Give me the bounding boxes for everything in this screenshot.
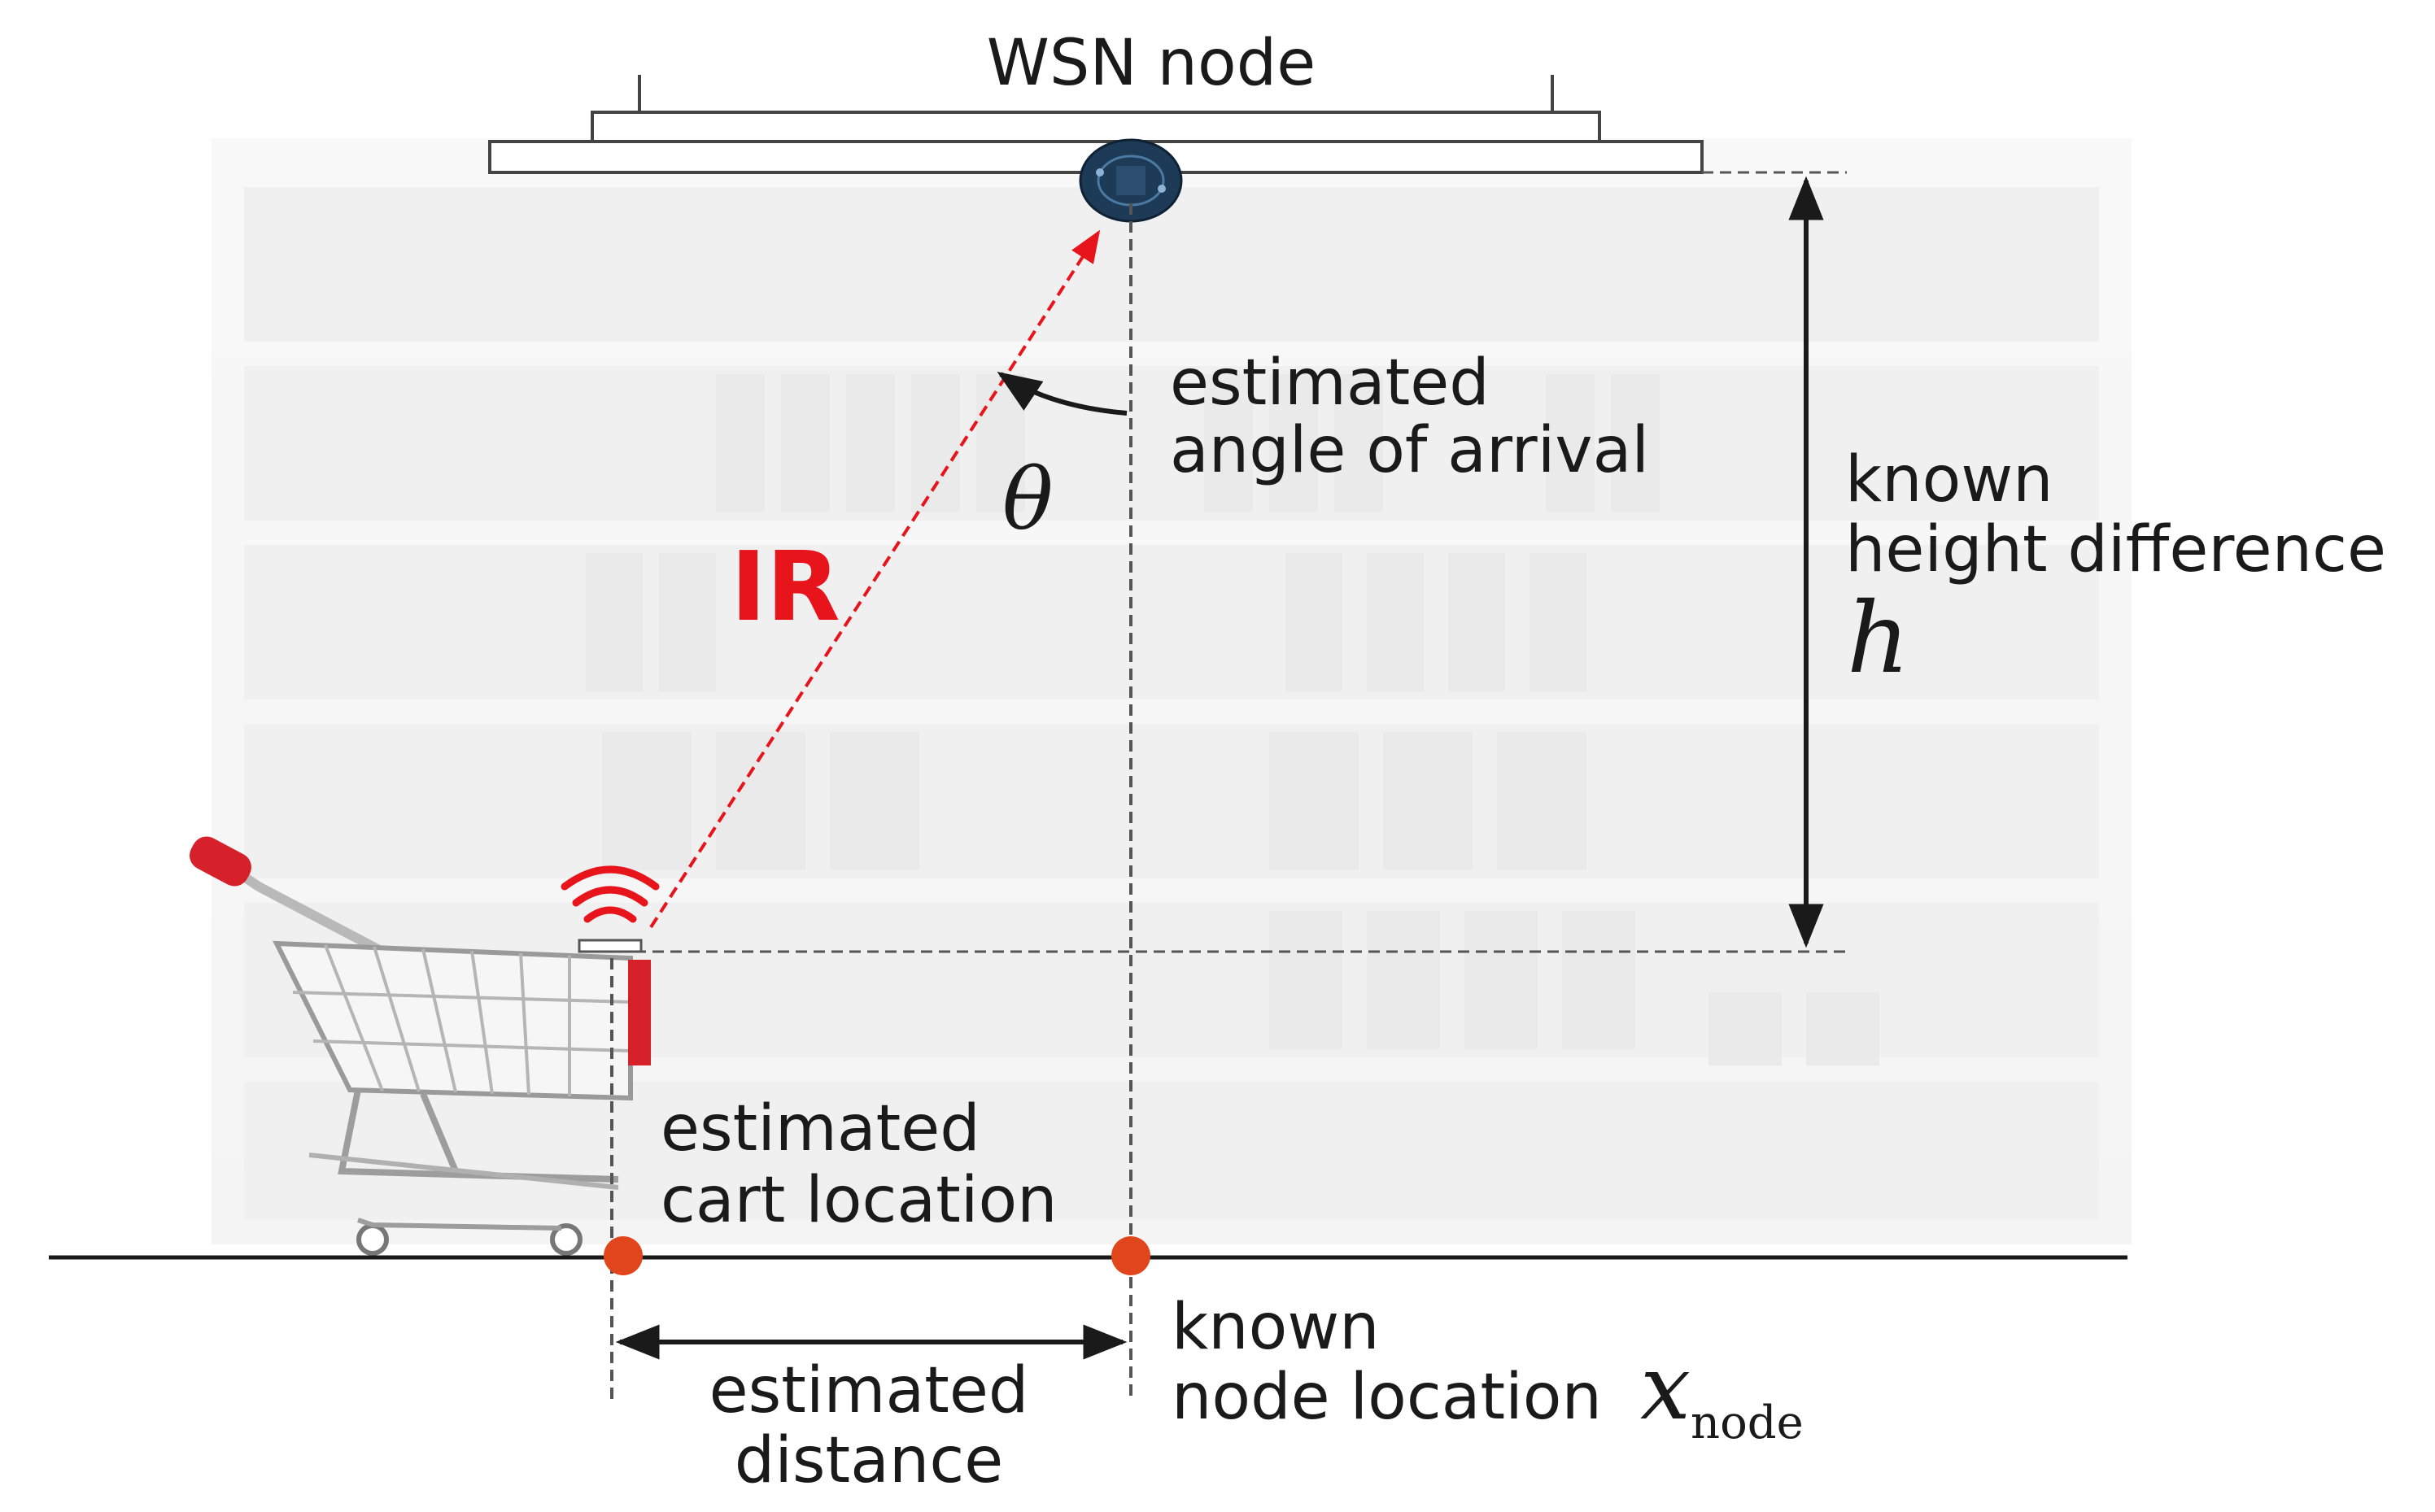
- height-label-line1: known: [1845, 443, 2053, 516]
- angle-label-line1: estimated: [1170, 346, 1490, 420]
- node-label-line1: known: [1172, 1291, 1380, 1364]
- x-variable: x: [1640, 1336, 1691, 1440]
- wireless-signal-icon: [561, 865, 660, 923]
- cart-label-line2: cart location: [661, 1164, 1058, 1237]
- theta-symbol: θ: [1002, 450, 1054, 549]
- angle-arc-arrow: [997, 372, 1128, 416]
- ir-ray: [649, 229, 1101, 929]
- node-location-marker: [1111, 1236, 1150, 1275]
- wsn-node-board-icon: [1079, 138, 1183, 223]
- wsn-node-label: WSN node: [987, 27, 1316, 100]
- h-symbol: h: [1847, 582, 1909, 695]
- distance-label-line1: estimated: [709, 1354, 1029, 1427]
- shopping-cart-icon: [190, 836, 651, 1256]
- angle-label-line2: angle of arrival: [1170, 414, 1649, 487]
- cart-location-marker: [604, 1236, 643, 1275]
- distance-label-line2: distance: [735, 1424, 1004, 1497]
- x-subscript: node: [1691, 1397, 1804, 1449]
- ir-label: IR: [731, 530, 840, 643]
- height-label-line2: height difference: [1845, 513, 2386, 586]
- cart-label-line1: estimated: [661, 1092, 980, 1166]
- node-label-line2: node location: [1172, 1361, 1602, 1434]
